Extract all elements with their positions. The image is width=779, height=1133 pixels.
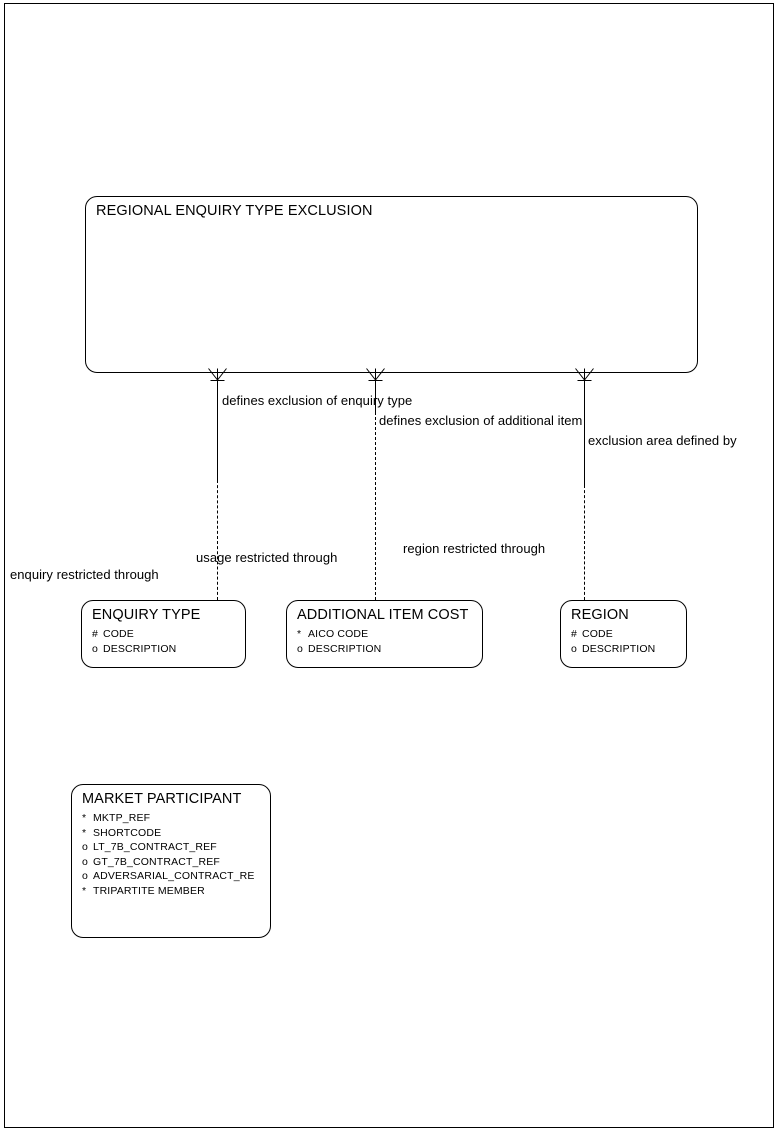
connector-line-region-solid <box>584 380 585 485</box>
attribute-marker: * <box>82 884 87 897</box>
relationship-label-exclusion-area-defined-by: exclusion area defined by <box>588 433 737 448</box>
attribute-label: ADVERSARIAL_CONTRACT_RE <box>93 870 255 882</box>
connector-line-region-dashed <box>584 485 585 600</box>
relationship-label-defines-exclusion-enquiry-type: defines exclusion of enquiry type <box>222 393 413 408</box>
connector-line-additional-item-solid <box>375 380 376 412</box>
attribute-marker: o <box>82 855 88 868</box>
attribute-label: TRIPARTITE MEMBER <box>93 884 205 897</box>
entity-title: ADDITIONAL ITEM COST <box>297 607 469 623</box>
attribute-label: LT_7B_CONTRACT_REF <box>93 841 217 853</box>
attribute-list: # CODE o DESCRIPTION <box>92 627 176 656</box>
entity-region[interactable]: REGION # CODE o DESCRIPTION <box>560 600 687 668</box>
connector-line-enquiry-type-dashed <box>217 480 218 600</box>
attribute-label: MKTP_REF <box>93 812 151 824</box>
attribute-row: o DESCRIPTION <box>92 642 176 657</box>
attribute-label: DESCRIPTION <box>103 642 177 655</box>
attribute-marker: * <box>297 628 302 640</box>
attribute-marker: * <box>82 826 87 839</box>
attribute-row: o GT_7B_CONTRACT_REF <box>82 855 255 870</box>
connector-line-enquiry-type-solid <box>217 380 218 480</box>
attribute-row: o DESCRIPTION <box>571 642 655 657</box>
attribute-row: * MKTP_REF <box>82 811 255 826</box>
attribute-list: * MKTP_REF * SHORTCODE o LT_7B_CONTRACT_REF… <box>82 811 255 898</box>
attribute-label: SHORTCODE <box>93 826 162 839</box>
entity-enquiry-type[interactable]: ENQUIRY TYPE # CODE o DESCRIPTION <box>81 600 246 668</box>
attribute-marker: * <box>82 812 87 824</box>
entity-regional-enquiry-type-exclusion[interactable]: REGIONAL ENQUIRY TYPE EXCLUSION <box>85 196 698 373</box>
attribute-marker: o <box>571 642 577 655</box>
entity-title: REGIONAL ENQUIRY TYPE EXCLUSION <box>96 203 373 219</box>
attribute-row: o ADVERSARIAL_CONTRACT_RE <box>82 869 255 884</box>
attribute-marker: o <box>297 642 303 655</box>
entity-title: REGION <box>571 607 629 623</box>
attribute-label: CODE <box>582 628 613 640</box>
page-border <box>4 3 774 1128</box>
entity-market-participant[interactable]: MARKET PARTICIPANT * MKTP_REF * SHORTCODE … <box>71 784 271 938</box>
attribute-row: o DESCRIPTION <box>297 642 381 657</box>
crowfoot-icon-additional-item <box>366 368 385 381</box>
attribute-list: # CODE o DESCRIPTION <box>571 627 655 656</box>
entity-additional-item-cost[interactable]: ADDITIONAL ITEM COST * AICO CODE o DESCRIP… <box>286 600 483 668</box>
attribute-row: * SHORTCODE <box>82 826 255 841</box>
attribute-marker: o <box>92 642 98 655</box>
attribute-label: DESCRIPTION <box>582 642 656 655</box>
relationship-label-usage-restricted-through: usage restricted through <box>196 550 338 565</box>
entity-title: MARKET PARTICIPANT <box>82 791 242 807</box>
relationship-label-defines-exclusion-additional-item: defines exclusion of additional item <box>379 413 583 428</box>
attribute-list: * AICO CODE o DESCRIPTION <box>297 627 381 656</box>
attribute-marker: o <box>82 870 88 882</box>
relationship-label-region-restricted-through: region restricted through <box>403 541 546 556</box>
attribute-row: * AICO CODE <box>297 627 381 642</box>
attribute-row: # CODE <box>92 627 176 642</box>
connector-line-additional-item-dashed <box>375 412 376 600</box>
attribute-row: # CODE <box>571 627 655 642</box>
entity-title: ENQUIRY TYPE <box>92 607 201 623</box>
attribute-marker: # <box>571 628 577 640</box>
attribute-label: CODE <box>103 628 134 640</box>
attribute-label: GT_7B_CONTRACT_REF <box>93 855 220 868</box>
attribute-marker: # <box>92 628 98 640</box>
attribute-label: DESCRIPTION <box>308 642 382 655</box>
attribute-row: * TRIPARTITE MEMBER <box>82 884 255 899</box>
attribute-row: o LT_7B_CONTRACT_REF <box>82 840 255 855</box>
attribute-marker: o <box>82 841 88 853</box>
attribute-label: AICO CODE <box>308 628 369 640</box>
relationship-label-enquiry-restricted-through: enquiry restricted through <box>10 567 159 582</box>
